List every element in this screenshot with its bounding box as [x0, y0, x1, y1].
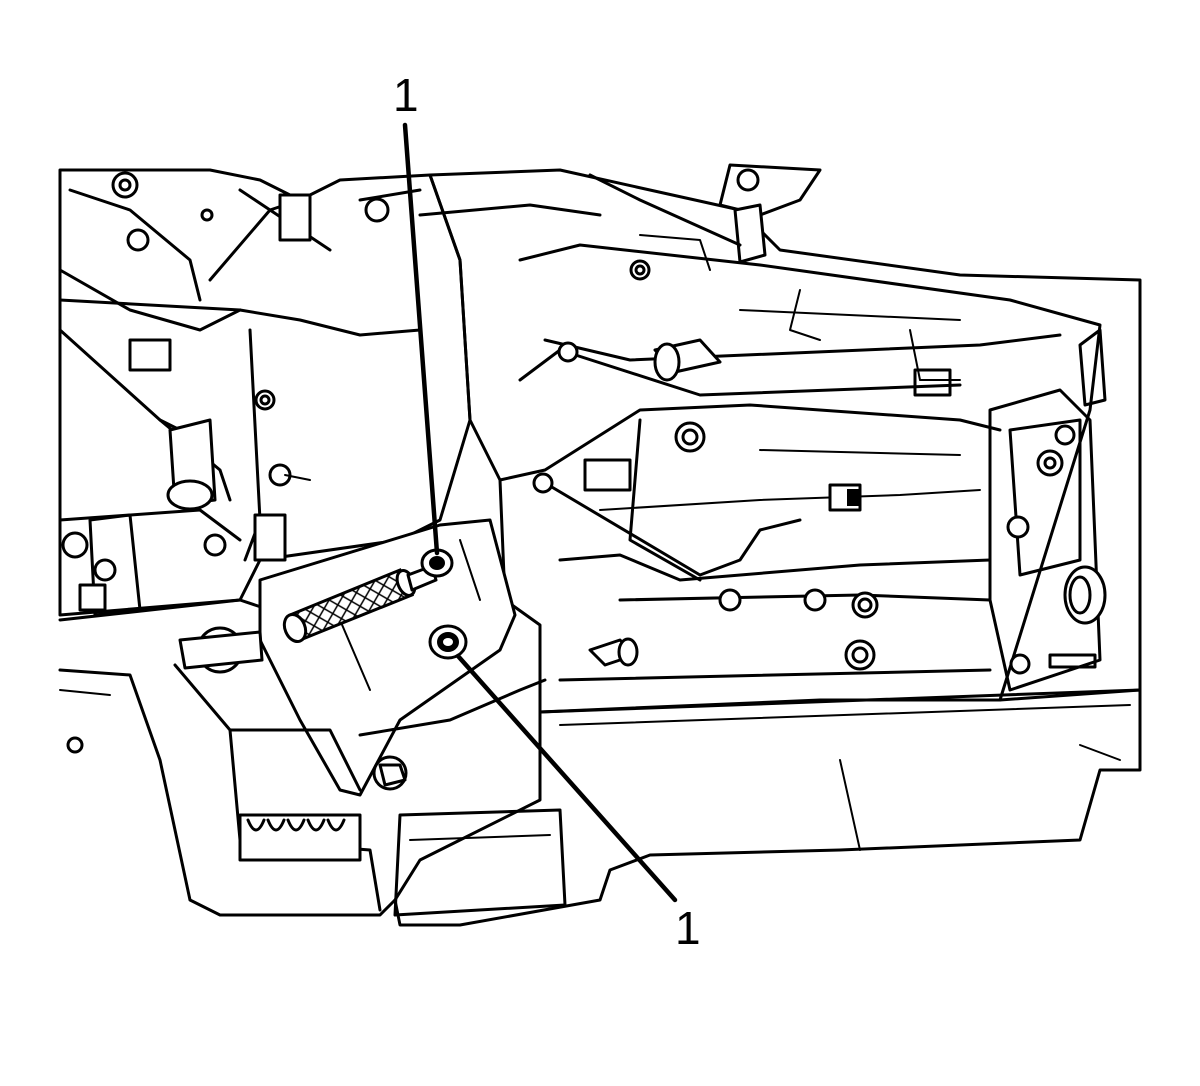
engine-block	[58, 168, 472, 622]
lower-washer	[428, 624, 468, 660]
lower-crossmember	[58, 663, 567, 917]
callout-label-bottom: 1	[675, 902, 701, 954]
oil-pan	[393, 688, 1142, 927]
transmission-case	[428, 168, 1142, 714]
rear-flange	[988, 328, 1107, 692]
top-bracket	[358, 163, 822, 264]
oil-filter-ribs	[246, 818, 346, 832]
leader-line-bottom	[455, 653, 678, 903]
leader-line-top	[402, 122, 440, 556]
callout-label-top: 1	[393, 69, 419, 121]
mount-bracket	[178, 518, 547, 797]
